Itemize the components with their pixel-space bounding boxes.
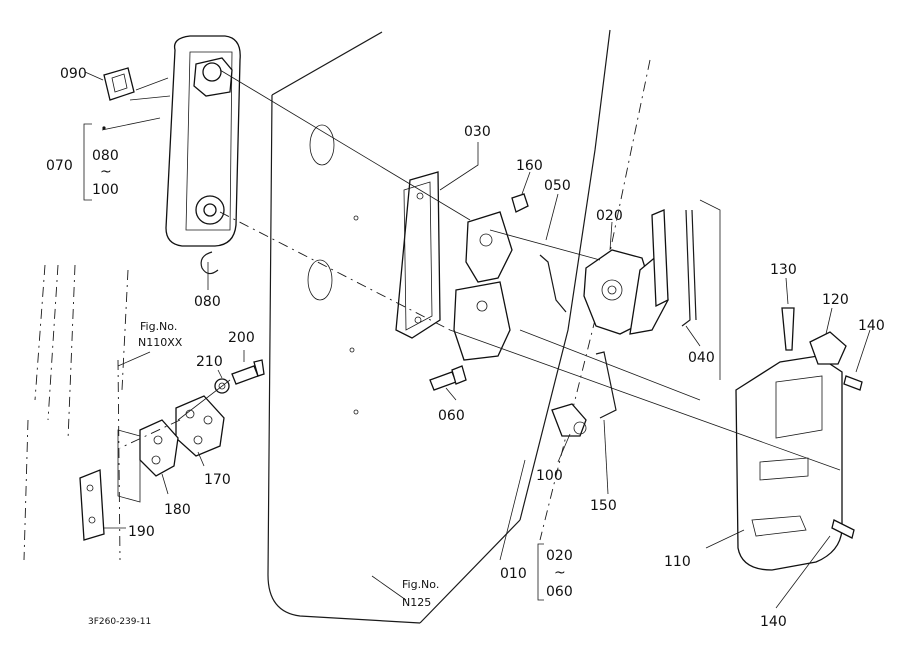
callout-100-lower: 100	[536, 468, 563, 484]
callout-020-range: 020	[546, 548, 573, 564]
callout-170: 170	[204, 472, 231, 488]
callout-150: 150	[590, 498, 617, 514]
bolt-200	[231, 359, 265, 385]
callout-labels: 090 070 080 ~ 100 080 030 160 050 020 13…	[46, 66, 885, 630]
leader-lines	[83, 71, 871, 609]
fig-ref-bottom-number: N125	[402, 596, 431, 609]
outer-handle-070	[165, 35, 241, 247]
callout-090: 090	[60, 66, 87, 82]
callout-030: 030	[464, 124, 491, 140]
screw-130	[781, 307, 795, 351]
callout-100-upper: 100	[92, 182, 119, 198]
callout-060-range: 060	[546, 584, 573, 600]
callout-140-upper: 140	[858, 318, 885, 334]
frame-lines-left	[23, 264, 129, 561]
callout-180: 180	[164, 502, 191, 518]
callout-130: 130	[770, 262, 797, 278]
callout-060: 060	[438, 408, 465, 424]
pad-090	[103, 67, 135, 101]
callout-200: 200	[228, 330, 255, 346]
latch-bracket	[453, 211, 513, 361]
range-tilde-upper: ~	[100, 164, 112, 180]
drawing-code: 3F260-239-11	[88, 617, 151, 627]
base-plate-030	[395, 171, 441, 339]
range-tilde-lower: ~	[554, 565, 566, 581]
callout-160: 160	[516, 158, 543, 174]
cover-110	[735, 355, 843, 571]
callout-040: 040	[688, 350, 715, 366]
callout-050: 050	[544, 178, 571, 194]
fig-ref-left-label: Fig.No.	[140, 320, 177, 333]
callout-140-lower: 140	[760, 614, 787, 630]
callout-190: 190	[128, 524, 155, 540]
rod-040	[681, 209, 697, 327]
callout-020: 020	[596, 208, 623, 224]
callout-110: 110	[664, 554, 691, 570]
assembly-guide-lines	[101, 69, 841, 471]
hinge-plate-170	[175, 395, 225, 457]
clip-120	[809, 331, 847, 365]
callout-120: 120	[822, 292, 849, 308]
callout-080-lower: 080	[194, 294, 221, 310]
wire-link-150	[595, 351, 617, 419]
hinge-plate-190	[79, 429, 141, 541]
bolt-060	[429, 365, 467, 391]
callout-070: 070	[46, 158, 73, 174]
callout-210: 210	[196, 354, 223, 370]
fig-ref-left-number: N110XX	[138, 336, 183, 349]
figure-references: Fig.No. N110XX Fig.No. N125 3F260-239-11	[88, 320, 439, 627]
spring-rod-050	[539, 254, 567, 313]
callout-080-upper: 080	[92, 148, 119, 164]
fig-ref-bottom-label: Fig.No.	[402, 578, 439, 591]
key-cylinder-100	[551, 403, 587, 437]
door-lock-020	[583, 209, 669, 335]
snap-ring-080	[200, 251, 219, 275]
nut-160	[511, 193, 529, 213]
hinge-block-180	[139, 419, 179, 477]
screw-140-upper	[843, 375, 863, 391]
screw-140-lower	[831, 519, 855, 539]
callout-010: 010	[500, 566, 527, 582]
